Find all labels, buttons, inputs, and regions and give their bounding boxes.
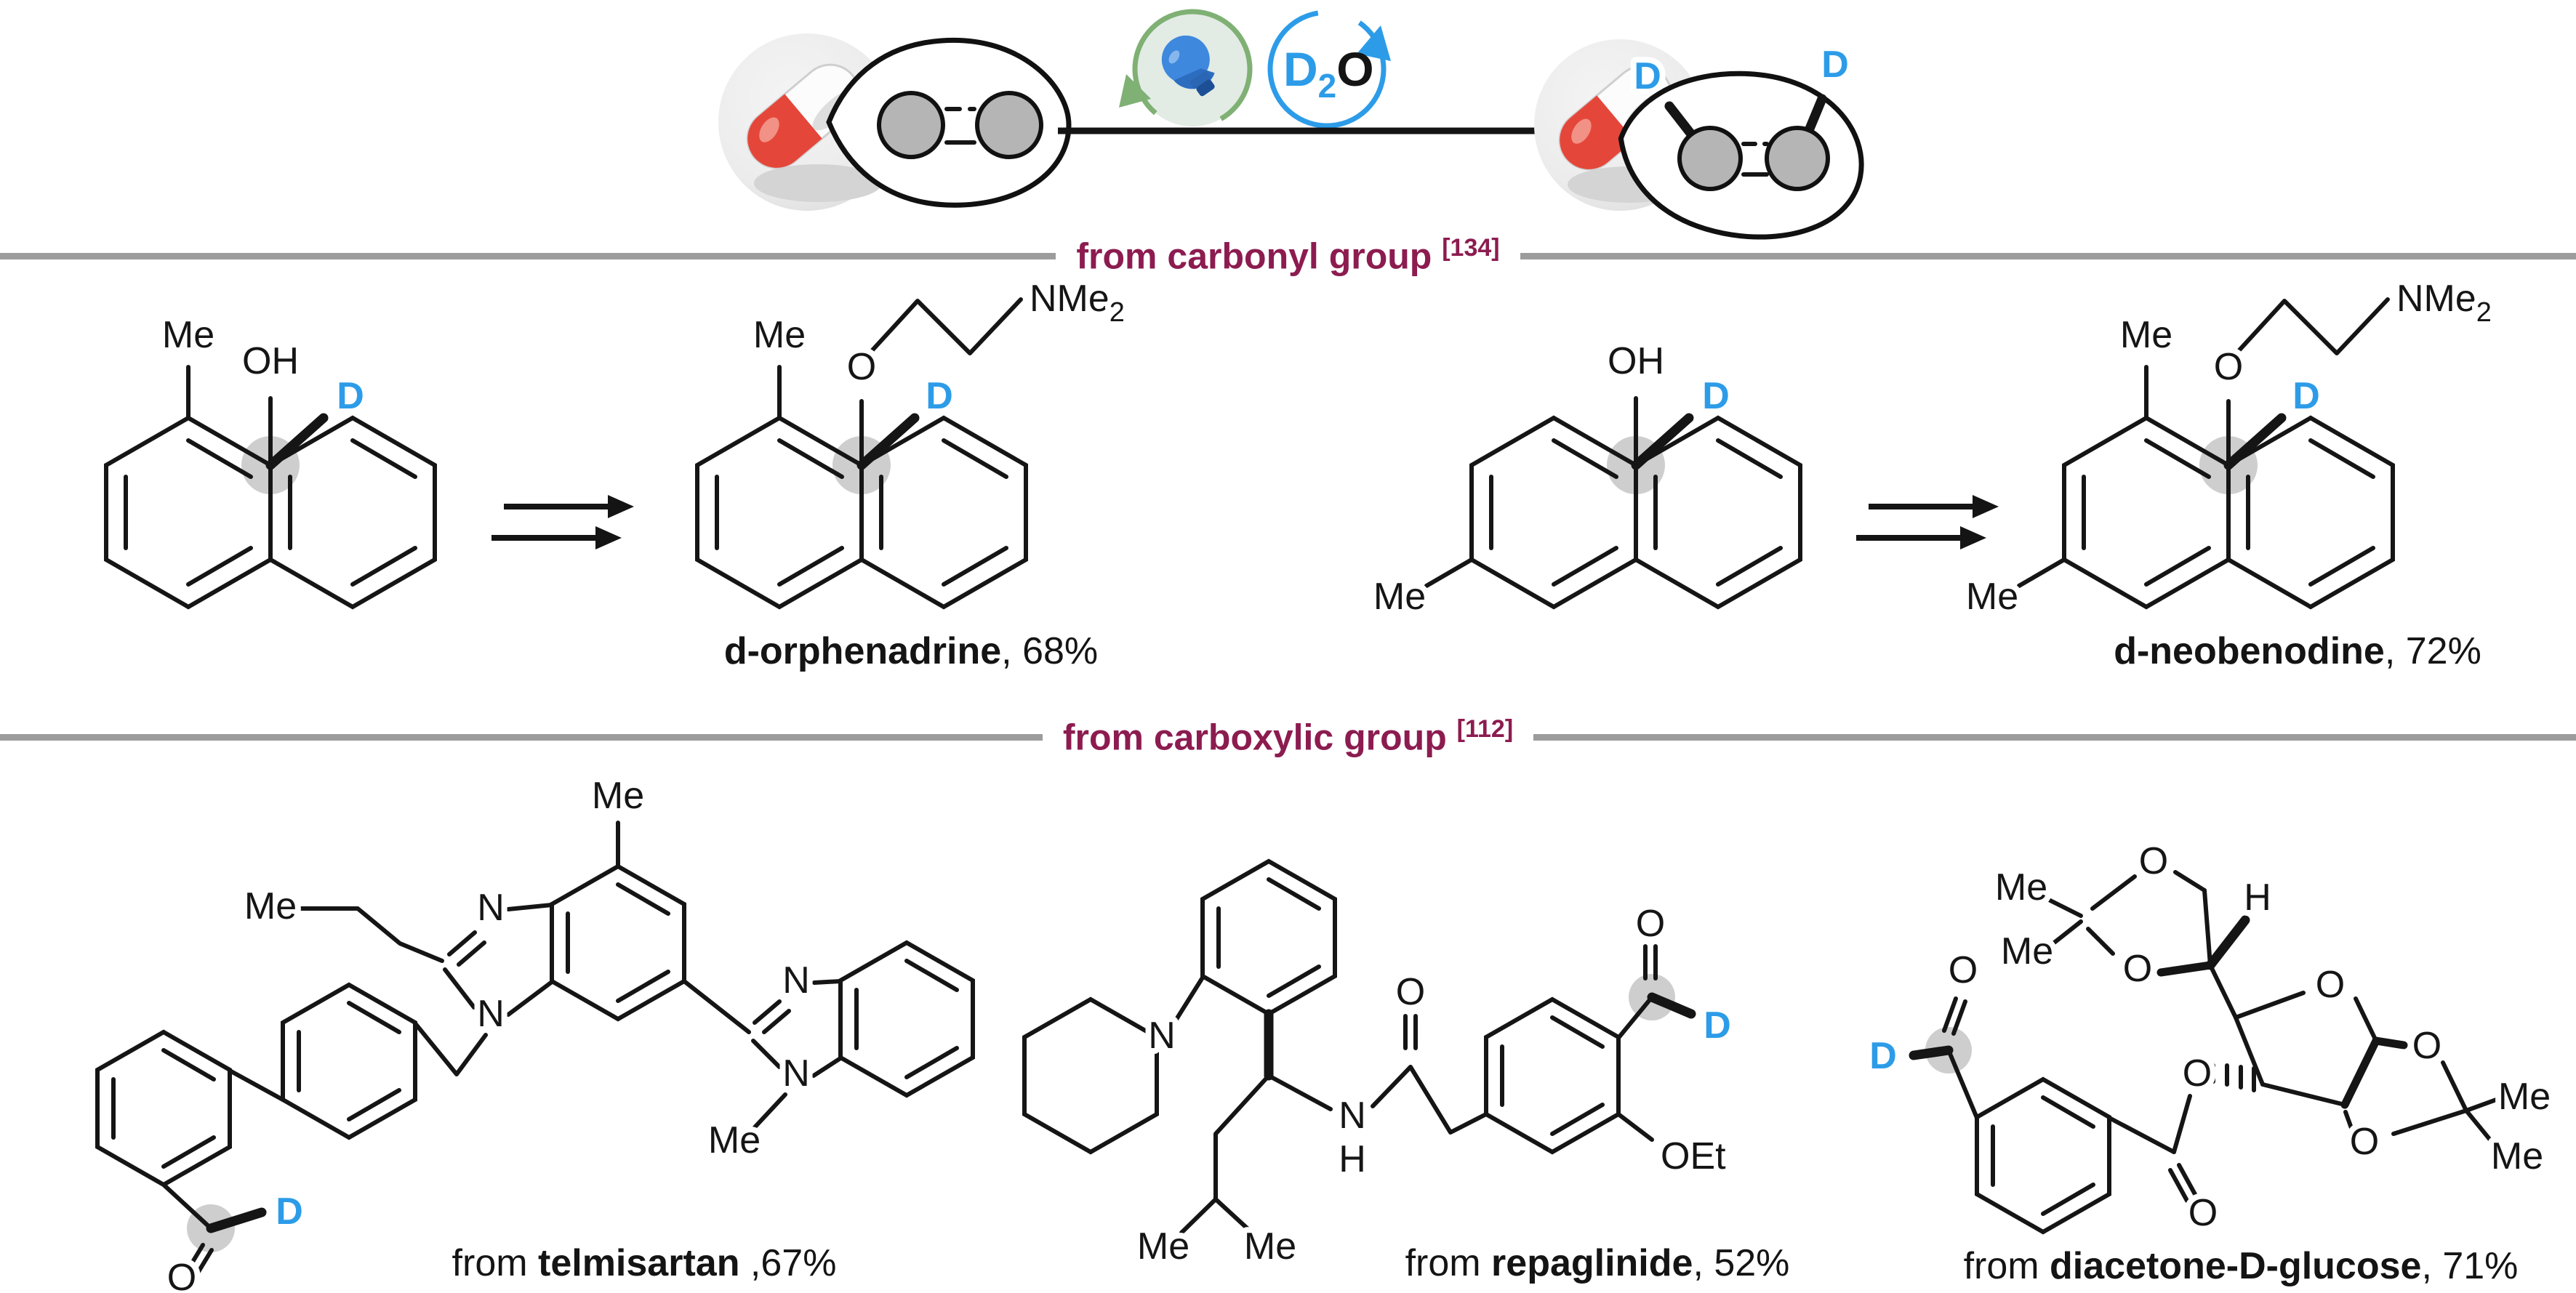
divider-line: [1520, 252, 2576, 259]
atom-label-oh: OH: [242, 340, 299, 382]
atom-label-me: Me: [1373, 576, 1426, 618]
molecule-bonds: [161, 821, 843, 1276]
atom-label-o: O: [2123, 948, 2152, 990]
atom-label-o: O: [1396, 971, 1425, 1013]
atom-label-o: O: [2412, 1025, 2441, 1067]
atom-label-o: O: [2139, 840, 2168, 882]
atom-label-me: Me: [1244, 1225, 1296, 1268]
atom-label-o: O: [2316, 964, 2345, 1006]
section-divider-carbonyl: from carbonyl group [134]: [0, 231, 2576, 281]
atom-label-me: Me: [2491, 1135, 2543, 1177]
caption-repaglinide: from repaglinide, 52%: [1405, 1242, 1790, 1284]
pill-product-icon: D D: [1534, 38, 1864, 240]
caption-d-neobenodine: d-neobenodine, 72%: [2114, 630, 2481, 672]
deuterium-label: D: [2292, 375, 2320, 417]
molecule-diacetone-glucose-aldehyde-d: D O O O O H O O Me Me O O Me Me: [1863, 834, 2556, 1240]
atom-label-o: O: [847, 346, 876, 388]
atom-label-o: O: [167, 1257, 196, 1293]
atom-label-oet: OEt: [1661, 1135, 1726, 1177]
atom-label-n: N: [1148, 1015, 1176, 1057]
blue-cycle-arrowhead: [1357, 25, 1391, 61]
atom-label-me: Me: [244, 885, 297, 927]
molecule-bonds: [1170, 944, 1696, 1235]
atom-label-oh: OH: [1608, 340, 1664, 382]
molecule-repaglinide-aldehyde-d: N Me Me N H O O D OEt: [1024, 861, 1737, 1273]
atom-label-nme2: NMe2: [2396, 278, 2492, 328]
deuterium-label: D: [276, 1191, 303, 1233]
atom-label-me: Me: [162, 314, 214, 356]
atom-label-me: Me: [1137, 1225, 1189, 1268]
caption-diacetone-d-glucose: from diacetone-D-glucose, 71%: [1963, 1245, 2519, 1287]
pill-substrate-icon: [718, 33, 1072, 211]
atom-label-me: Me: [1966, 576, 2018, 618]
divider-line: [0, 252, 1056, 259]
atom-label-n: N: [782, 959, 810, 1002]
atom-label-n: N: [477, 993, 505, 1035]
atom-label-me: Me: [708, 1119, 761, 1161]
retrosynthesis-arrow-2: [1856, 495, 1999, 549]
reference-superscript: [134]: [1442, 234, 1500, 262]
atom-label-n: N: [477, 887, 505, 929]
d2o-cycle-icon: D2O: [1267, 9, 1391, 129]
molecule-bonds: [186, 365, 329, 470]
molecule-d-orphenadrine: Me O NMe2 D: [697, 272, 1131, 607]
atom-circle: [1765, 126, 1830, 191]
d2o-label: D2O: [1283, 42, 1374, 105]
atom-label-n: N: [782, 1052, 810, 1095]
divider-line: [0, 733, 1043, 741]
atom-label-me: Me: [2001, 930, 2053, 972]
molecule-bonds: [1909, 870, 2500, 1203]
deuterium-label: D: [926, 375, 953, 417]
deuterium-label: D: [1869, 1035, 1897, 1077]
molecule-telmisartan-aldehyde-d: Me N N Me N N Me D O: [97, 769, 973, 1293]
atom-label-n: N: [1339, 1095, 1366, 1137]
atom-label-h: H: [2244, 877, 2271, 919]
atom-label-nme2: NMe2: [1030, 278, 1125, 328]
pill-shadow: [754, 164, 882, 202]
lightbulb-icon: [1119, 9, 1253, 129]
atom-label-o: O: [2183, 1052, 2212, 1095]
divider-line: [1533, 733, 2576, 741]
top-scheme: D2O D D: [718, 9, 1864, 240]
atom-label-h: H: [1339, 1138, 1366, 1180]
reference-superscript: [112]: [1456, 715, 1514, 744]
section-title-carbonyl: from carbonyl group [134]: [1076, 234, 1500, 277]
molecule-2-methylbenzhydrol-d: Me OH D: [106, 308, 435, 607]
atom-label-me: Me: [753, 314, 806, 356]
deuterium-label: D: [1704, 1004, 1731, 1047]
deuterium-label: D: [1702, 375, 1730, 417]
bond-blob-outline: [826, 37, 1072, 208]
caption-telmisartan: from telmisartan ,67%: [452, 1242, 837, 1284]
atom-label-o: O: [2214, 346, 2243, 388]
deuterium-label: D: [337, 375, 364, 417]
molecule-bonds: [777, 297, 1023, 470]
retrosynthesis-arrow-1: [491, 495, 634, 549]
atom-circle: [1677, 126, 1743, 191]
section-title-carboxylic: from carboxylic group [112]: [1062, 715, 1514, 758]
section-divider-carboxylic: from carboxylic group [112]: [0, 712, 2576, 762]
deuterium-label: D: [1821, 44, 1849, 86]
green-cycle-arrowhead: [1119, 74, 1151, 108]
atom-circle: [877, 91, 945, 159]
atom-label-o: O: [1949, 949, 1978, 991]
atom-label-o: O: [1636, 903, 1665, 945]
caption-d-orphenadrine: d-orphenadrine, 68%: [723, 630, 1099, 672]
deuterium-label: D: [1634, 55, 1661, 97]
atom-circle: [975, 91, 1043, 159]
molecule-4-methylbenzhydrol-d: Me OH D: [1368, 334, 1800, 624]
atom-label-o: O: [2188, 1192, 2218, 1234]
molecule-d-neobenodine: Me Me O NMe2 D: [1960, 272, 2497, 624]
atom-label-me: Me: [2498, 1076, 2551, 1118]
atom-label-me: Me: [2120, 314, 2172, 356]
molecule-bonds: [1424, 396, 1694, 588]
atom-label-me: Me: [592, 775, 644, 817]
molecule-bonds: [2017, 297, 2390, 588]
atom-label-me: Me: [1995, 866, 2047, 909]
atom-label-o: O: [2350, 1121, 2379, 1163]
